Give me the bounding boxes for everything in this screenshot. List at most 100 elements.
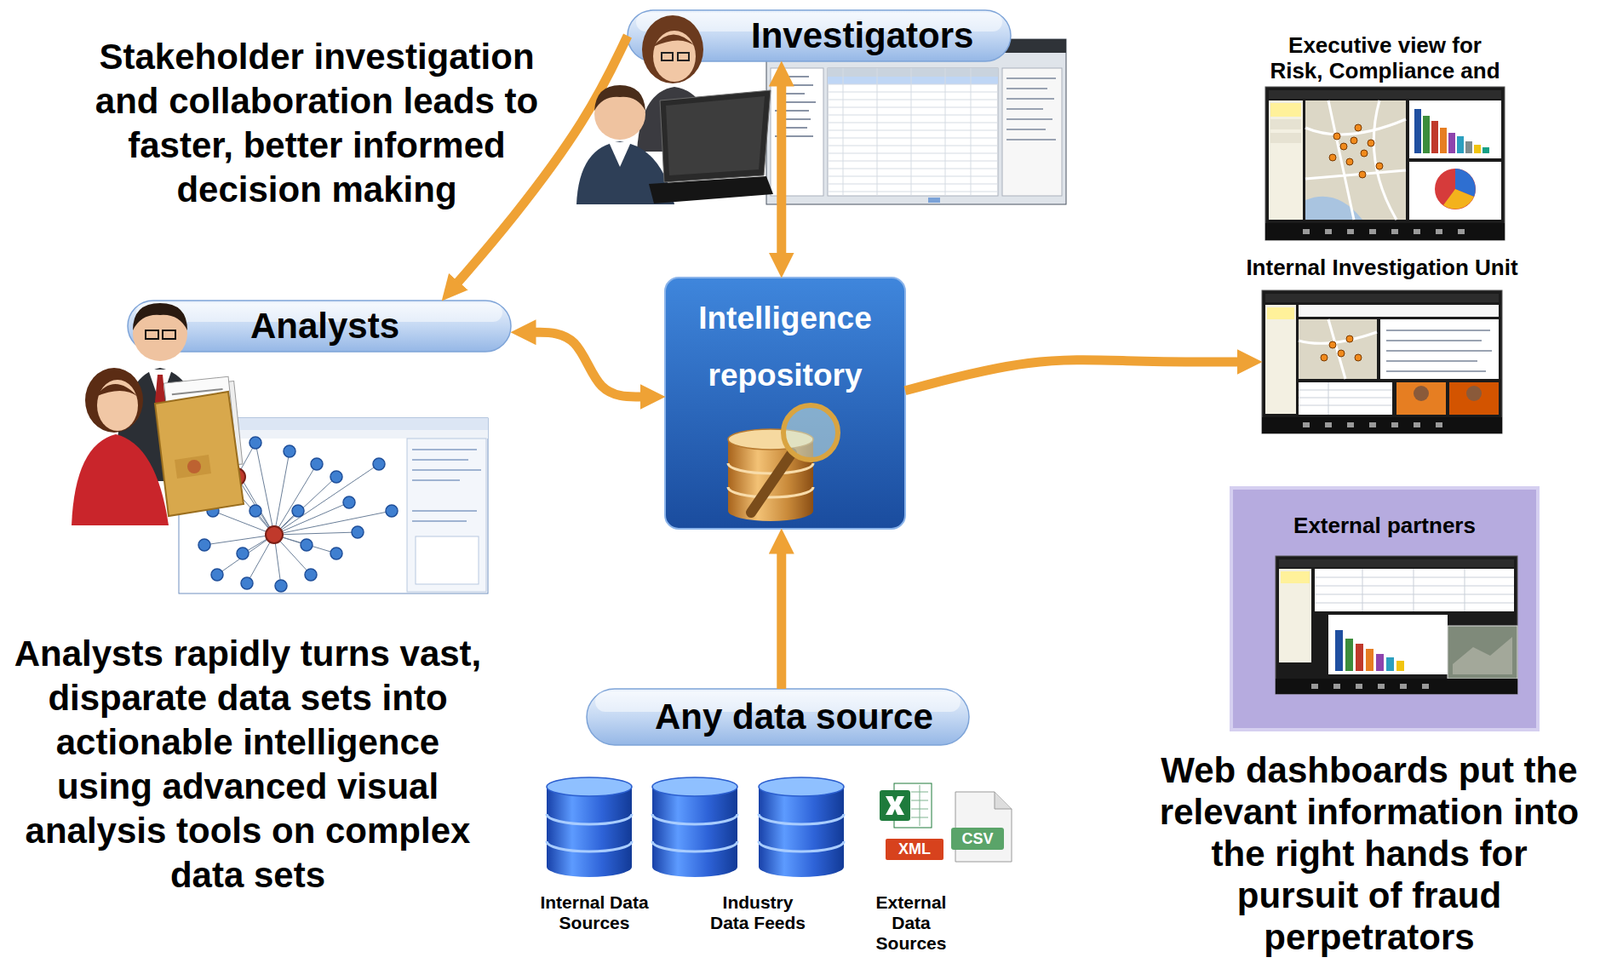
dashboard-screenshot <box>1376 162 1383 170</box>
repository-shape <box>728 439 814 511</box>
dashboard-screenshot <box>1298 319 1377 379</box>
dashboard-screenshot <box>1396 382 1446 415</box>
dashboard-screenshot <box>1268 90 1502 99</box>
network-screenshot <box>265 526 283 544</box>
investigator-screenshot <box>928 197 941 203</box>
source-caption: External Data Sources <box>864 892 958 954</box>
partner-panel <box>1278 559 1514 568</box>
dashboard-panel: Executive view for Risk, Compliance and <box>1265 86 1505 241</box>
dashboard-screenshot <box>1409 100 1502 159</box>
dashboard-screenshot <box>1298 319 1377 379</box>
partner-box: External partners <box>1231 487 1538 730</box>
network-screenshot <box>178 418 488 431</box>
dashboard-screenshot <box>1340 143 1348 150</box>
actor-pill: Investigators <box>627 10 1011 62</box>
dashboard-screenshot <box>1409 161 1502 220</box>
dashboard-screenshot <box>1360 149 1368 157</box>
analyst-figures <box>148 369 173 404</box>
node-text: Internal Investigation Unit <box>1237 254 1527 281</box>
dashboard-screenshot <box>1346 335 1354 343</box>
network-screenshot <box>217 441 230 454</box>
investigator-figures <box>659 90 771 183</box>
dashboard-screenshot <box>1465 141 1473 154</box>
dashboard-screenshot <box>1305 100 1406 220</box>
network-screenshot <box>292 504 304 517</box>
investigator-screenshot <box>766 39 1067 205</box>
investigator-screenshot <box>827 76 998 85</box>
file-icon <box>994 791 1012 809</box>
analyst-figures <box>163 376 242 472</box>
dashboard-screenshot <box>1270 132 1302 144</box>
flow-arrow <box>532 332 644 397</box>
investigator-figures <box>677 52 689 61</box>
network-screenshot <box>412 449 482 522</box>
network-screenshot <box>407 438 487 592</box>
investigator-screenshot <box>1002 68 1062 196</box>
analyst-figures <box>154 391 244 517</box>
network-screenshot <box>310 458 323 471</box>
dashboard-screenshot <box>1298 382 1393 415</box>
network-screenshot <box>189 479 202 492</box>
analyst-figures <box>95 384 138 397</box>
analyst-figures <box>187 459 201 474</box>
analyst-figures <box>132 303 188 331</box>
dashboard-screenshot <box>1414 108 1422 154</box>
dashboard-screenshot <box>1386 330 1492 372</box>
network-screenshot <box>372 458 385 471</box>
partner-panel <box>1314 568 1514 612</box>
dashboard-screenshot <box>1434 168 1476 210</box>
investigator-screenshot <box>770 68 824 196</box>
network-screenshot <box>236 547 249 560</box>
dashboard-screenshot <box>1367 139 1375 147</box>
network-screenshot <box>330 547 343 560</box>
partner-panel <box>1280 571 1310 584</box>
dashboard-screenshot <box>1270 119 1302 130</box>
investigator-screenshot <box>766 39 1067 205</box>
dashboard-screenshot <box>1298 382 1393 415</box>
network-screenshot <box>178 418 488 594</box>
repository-shape <box>665 277 906 529</box>
network-screenshot <box>249 504 262 517</box>
actor-pill-shape <box>627 10 1011 62</box>
file-icon <box>911 785 929 826</box>
network-screenshot <box>211 568 224 581</box>
dashboard-screenshot <box>1320 354 1328 362</box>
network-screenshot <box>202 453 215 466</box>
dashboard-screenshot <box>1261 417 1503 434</box>
analyst-figures <box>71 434 169 526</box>
network-screenshot <box>206 504 219 517</box>
dashboard-screenshot <box>1333 132 1341 140</box>
file-icon <box>879 790 911 821</box>
source-caption: Internal Data Sources <box>534 892 654 934</box>
file-icon <box>879 783 1012 862</box>
investigator-screenshot <box>1006 78 1056 140</box>
investigator-screenshot <box>827 68 998 196</box>
repository-shape <box>783 405 838 460</box>
dashboard-screenshot <box>1265 304 1297 414</box>
analyst-figures <box>162 330 176 339</box>
investigator-figures <box>594 85 646 111</box>
partner-panel <box>1314 568 1514 612</box>
partner-panel <box>1275 556 1518 694</box>
file-icon <box>885 796 905 815</box>
network-screenshot <box>385 504 398 517</box>
dashboard-screenshot <box>1329 341 1337 349</box>
database-icon <box>546 777 844 878</box>
node-text: Executive view for Risk, Compliance and <box>1264 32 1507 84</box>
network-screenshot <box>330 470 343 483</box>
dashboard-screenshot <box>1354 124 1362 132</box>
file-icon <box>894 783 932 828</box>
dashboard-screenshot <box>1431 120 1439 154</box>
analyst-figures <box>71 303 244 526</box>
dashboard-screenshot <box>1320 335 1362 362</box>
analyst-figures <box>132 306 188 362</box>
network-screenshot <box>283 445 296 458</box>
investigator-figures <box>576 141 675 205</box>
network-screenshot <box>343 496 356 509</box>
network-screenshot <box>178 430 488 439</box>
dashboard-screenshot <box>1443 189 1474 209</box>
network-screenshot <box>189 436 398 592</box>
partner-panel <box>1365 648 1374 671</box>
dashboard-screenshot <box>1413 385 1429 402</box>
